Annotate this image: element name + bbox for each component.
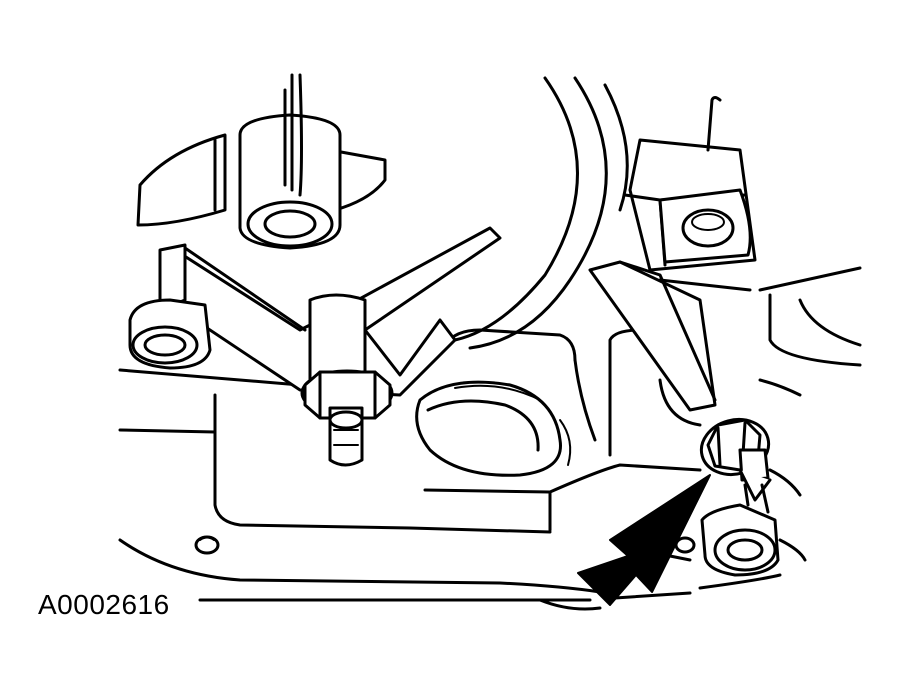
figure-label: A0002616 — [38, 589, 170, 620]
case-arc — [453, 76, 629, 350]
upper-right-boss — [623, 96, 757, 272]
pointer-arrow — [577, 474, 711, 606]
right-support-rib — [588, 260, 752, 427]
right-nut-stud — [699, 417, 780, 577]
left-nut-stud — [300, 369, 394, 467]
upper-left-boss — [136, 73, 387, 250]
left-support-bracket — [128, 226, 502, 397]
center-bore — [415, 380, 572, 477]
